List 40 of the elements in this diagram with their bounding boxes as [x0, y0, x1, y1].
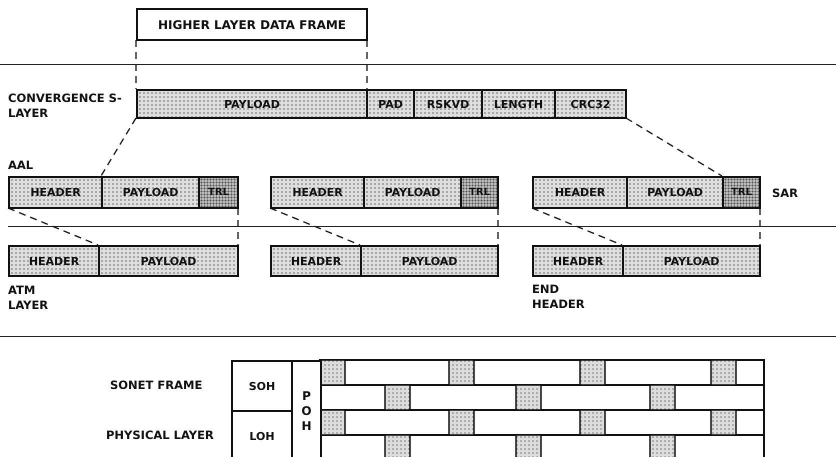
frame-field-cell: HEADER	[8, 245, 100, 277]
dashed-connector	[135, 40, 137, 89]
layer-label: PHYSICAL LAYER	[106, 428, 215, 443]
frame-field-cell: HEADER	[532, 176, 628, 209]
frame-field-cell: PAYLOAD	[622, 245, 761, 277]
dashed-connector	[497, 208, 499, 245]
frame-field-cell: LENGTH	[481, 89, 556, 119]
layer-label: AAL	[8, 158, 34, 173]
frame-field-cell: PAYLOAD	[360, 245, 499, 277]
dashed-connector	[759, 208, 761, 245]
frame-field-cell: CRC32	[554, 89, 627, 119]
frame-field-cell: PAYLOAD	[626, 176, 724, 209]
layer-label: SAR	[772, 186, 800, 201]
frame-field-cell: HEADER	[532, 245, 624, 277]
frame-field-cell: PAYLOAD	[101, 176, 200, 209]
layer-label: END HEADER	[532, 282, 586, 312]
frame-field-box: POH	[291, 360, 322, 457]
dashed-connector	[532, 207, 622, 246]
frame-field-cell: HEADER	[270, 176, 365, 209]
dashed-connector	[366, 40, 368, 89]
frame-field-cell: PAYLOAD	[363, 176, 462, 209]
layer-label: CONVERGENCE S-LAYER	[8, 91, 123, 121]
frame-field-cell: PAYLOAD	[98, 245, 239, 277]
dashed-connector	[8, 207, 98, 246]
dashed-connector	[237, 208, 239, 245]
frame-field-cell: PAD	[366, 89, 415, 119]
frame-field-cell: HEADER	[270, 245, 362, 277]
frame-field-cell: TRL	[198, 176, 239, 209]
dashed-connector	[626, 117, 722, 177]
frame-field-cell: PAYLOAD	[136, 89, 368, 119]
layer-label: ATM LAYER	[8, 283, 50, 313]
frame-field-cell: RSKVD	[413, 89, 483, 119]
dashed-connector	[100, 118, 137, 176]
frame-field-box: SOH	[231, 360, 293, 412]
frame-field-cell: TRL	[722, 176, 761, 209]
frame-field-cell: HEADER	[8, 176, 103, 209]
layer-label: SONET FRAME	[110, 378, 204, 393]
frame-field-box: HIGHER LAYER DATA FRAME	[136, 8, 368, 41]
dashed-connector	[270, 207, 360, 246]
frame-field-cell: TRL	[460, 176, 499, 209]
